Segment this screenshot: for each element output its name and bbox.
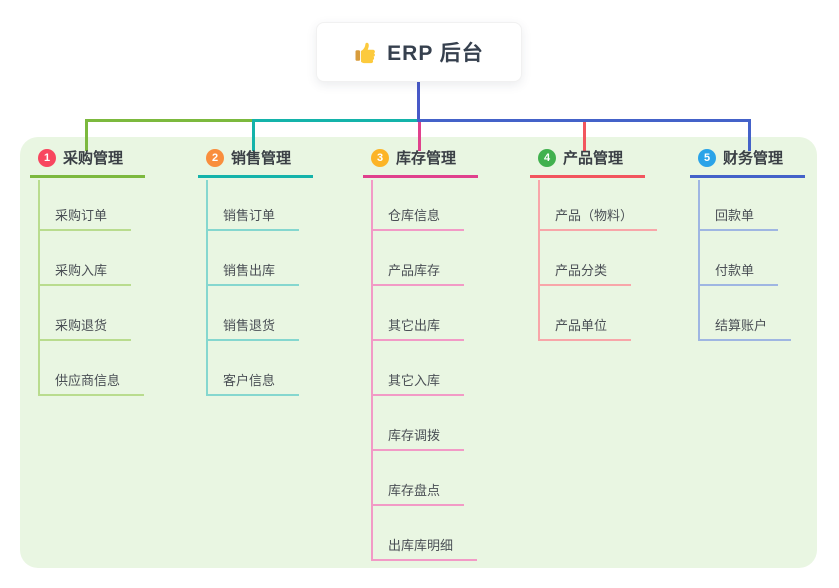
branch-node-4[interactable]: 4 产品管理 bbox=[530, 147, 645, 178]
branch-child-connector-2 bbox=[206, 180, 208, 395]
root-node-erp[interactable]: ERP 后台 bbox=[316, 22, 522, 82]
child-node[interactable]: 采购订单 bbox=[38, 205, 132, 231]
branch-child-connector-4 bbox=[538, 180, 540, 340]
child-node[interactable]: 付款单 bbox=[698, 260, 779, 286]
child-node[interactable]: 销售订单 bbox=[206, 205, 300, 231]
branch-drop-line-5 bbox=[748, 122, 751, 151]
root-node-title: ERP 后台 bbox=[387, 42, 484, 65]
branch-child-connector-1 bbox=[38, 180, 40, 395]
child-node[interactable]: 回款单 bbox=[698, 205, 779, 231]
child-node[interactable]: 供应商信息 bbox=[38, 370, 145, 396]
branch-child-connector-3 bbox=[371, 180, 373, 560]
branch-title: 产品管理 bbox=[563, 150, 624, 167]
child-node[interactable]: 采购入库 bbox=[38, 260, 132, 286]
bus-segment-teal bbox=[252, 119, 420, 122]
branch-node-3[interactable]: 3 库存管理 bbox=[363, 147, 478, 178]
branch-number-badge: 5 bbox=[698, 148, 716, 167]
branch-number-badge: 4 bbox=[538, 148, 556, 167]
branch-drop-line-3 bbox=[418, 122, 421, 151]
branch-drop-line-1 bbox=[85, 122, 88, 151]
bus-segment-green bbox=[85, 119, 252, 122]
root-connector-line bbox=[417, 82, 420, 122]
child-node[interactable]: 产品（物料） bbox=[538, 205, 658, 231]
branch-node-5[interactable]: 5 财务管理 bbox=[690, 147, 805, 178]
child-node[interactable]: 销售退货 bbox=[206, 315, 300, 341]
child-node[interactable]: 仓库信息 bbox=[371, 205, 465, 231]
child-node[interactable]: 采购退货 bbox=[38, 315, 132, 341]
branch-drop-line-4 bbox=[583, 122, 586, 151]
child-node[interactable]: 库存盘点 bbox=[371, 480, 465, 506]
child-node[interactable]: 库存调拨 bbox=[371, 425, 465, 451]
branch-number-badge: 2 bbox=[206, 148, 224, 167]
child-node[interactable]: 出库库明细 bbox=[371, 535, 478, 561]
child-node[interactable]: 销售出库 bbox=[206, 260, 300, 286]
bus-segment-blue bbox=[417, 119, 751, 122]
branch-drop-line-2 bbox=[252, 122, 255, 151]
child-node[interactable]: 其它入库 bbox=[371, 370, 465, 396]
branch-title: 销售管理 bbox=[231, 150, 292, 167]
mindmap-background-panel bbox=[20, 137, 817, 568]
branch-node-1[interactable]: 1 采购管理 bbox=[30, 147, 145, 178]
branch-node-2[interactable]: 2 销售管理 bbox=[198, 147, 313, 178]
branch-child-connector-5 bbox=[698, 180, 700, 340]
branch-title: 财务管理 bbox=[723, 150, 784, 167]
child-node[interactable]: 产品单位 bbox=[538, 315, 632, 341]
child-node[interactable]: 产品分类 bbox=[538, 260, 632, 286]
child-node[interactable]: 结算账户 bbox=[698, 315, 792, 341]
child-node[interactable]: 产品库存 bbox=[371, 260, 465, 286]
branch-title: 库存管理 bbox=[396, 150, 457, 167]
child-node[interactable]: 客户信息 bbox=[206, 370, 300, 396]
branch-number-badge: 3 bbox=[371, 148, 389, 167]
branch-number-badge: 1 bbox=[38, 148, 56, 167]
child-node[interactable]: 其它出库 bbox=[371, 315, 465, 341]
branch-title: 采购管理 bbox=[63, 150, 124, 167]
thumbs-up-icon bbox=[354, 40, 378, 64]
